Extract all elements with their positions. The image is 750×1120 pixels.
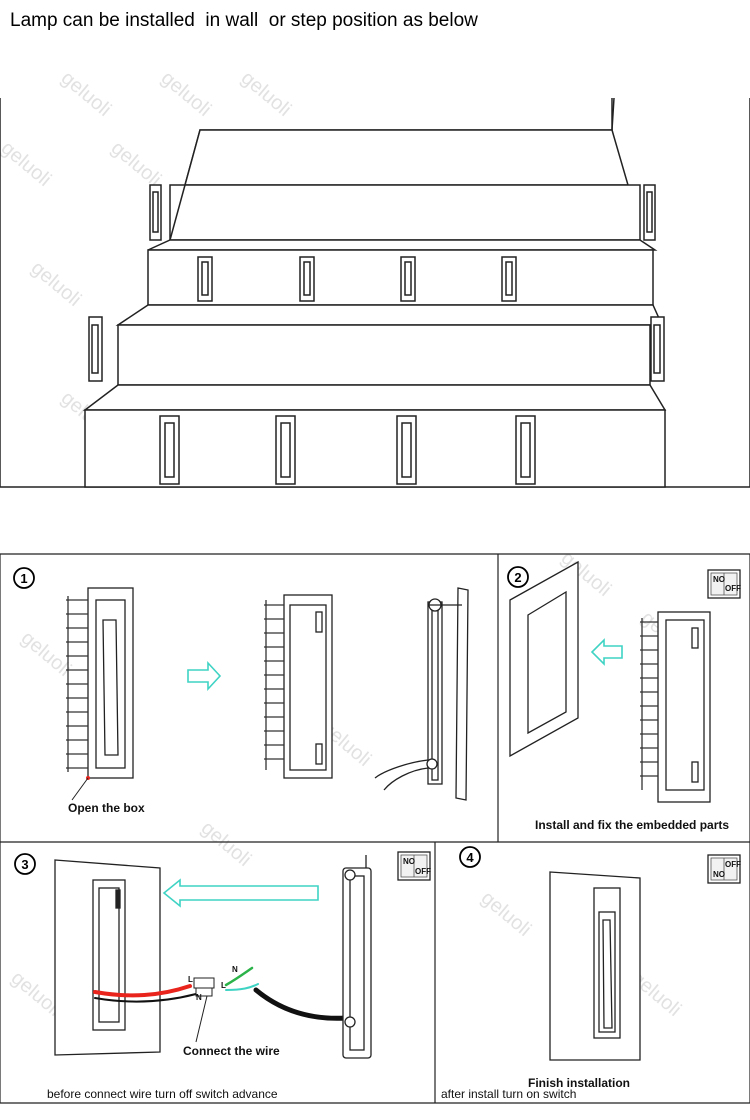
step-note: after install turn on switch [441,1087,576,1101]
lamp-icon [88,316,103,382]
switch-on-label: NO [713,870,725,879]
switch-off-icon: NO OFF [397,851,431,881]
wire-connector-icon [193,977,215,997]
watermark: geluoli [107,137,165,191]
page-title: Lamp can be installed in wall or step po… [10,10,478,31]
switch-on-label: NO [713,575,725,584]
wall-panel [54,859,161,1056]
lamp-face [342,855,372,1059]
embedded-box [264,594,333,779]
wire-label-live: L [221,981,226,990]
step-lamps [159,256,536,485]
step-3-panel: 3 NO OFF L [14,851,431,1101]
staircase [0,97,750,488]
step-caption: Connect the wire [183,1044,280,1058]
step-caption: Finish installation [528,1076,630,1090]
watermark: geluoli [17,627,75,681]
lamp-icon [396,415,417,485]
step-4-panel: 4 NO OFF Finish installation after insta… [441,846,741,1101]
step-number-badge [507,566,529,588]
watermark: geluoli [197,817,255,871]
arrow-left-icon [162,878,319,908]
embedded-box [640,611,711,803]
step-number: 2 [514,570,521,585]
wire-label-live: L [188,975,193,984]
step-number: 3 [21,857,28,872]
lamp-icon [650,316,665,382]
lamp-icon [643,184,656,241]
watermark: geluoli [477,887,535,941]
step-caption: Install and fix the embedded parts [535,818,729,832]
step-1-panel: 1 Open the box [13,567,469,815]
watermark: geluoli [237,67,295,121]
switch-on-label: NO [403,857,415,866]
wire-label-neutral: N [232,965,238,974]
switch-off-icon: NO OFF [707,569,741,599]
arrow-left-icon [590,638,623,666]
watermark: geluoli [27,257,85,311]
installed-lamp [549,871,641,1061]
lamp-icon [149,184,162,241]
lamp-icon [159,415,180,485]
watermark: geluoli [0,137,55,191]
wall-panel [509,560,579,758]
switch-off-label: OFF [725,584,741,593]
arrow-right-icon [187,660,222,692]
switch-on-icon: NO OFF [707,854,741,884]
step-number: 4 [466,850,474,865]
step-number: 1 [20,571,27,586]
watermark: geluoli [157,67,215,121]
lamp-face [374,587,469,801]
panel-grid [0,553,750,1104]
lamp-box [66,587,134,779]
watermark: geluoli [57,67,115,121]
step-number-badge [13,567,35,589]
switch-off-label: OFF [415,867,431,876]
wire-label-neutral: N [196,993,202,1002]
lamp-icon [515,415,536,485]
step-number-badge [459,846,481,868]
wall-lamps [88,184,665,382]
wires [93,966,349,1021]
step-number-badge [14,853,36,875]
switch-off-label: OFF [725,860,741,869]
step-2-panel: 2 NO OFF [507,560,741,832]
step-note: before connect wire turn off switch adva… [47,1087,278,1101]
step-caption: Open the box [68,801,145,815]
lamp-icon [275,415,296,485]
